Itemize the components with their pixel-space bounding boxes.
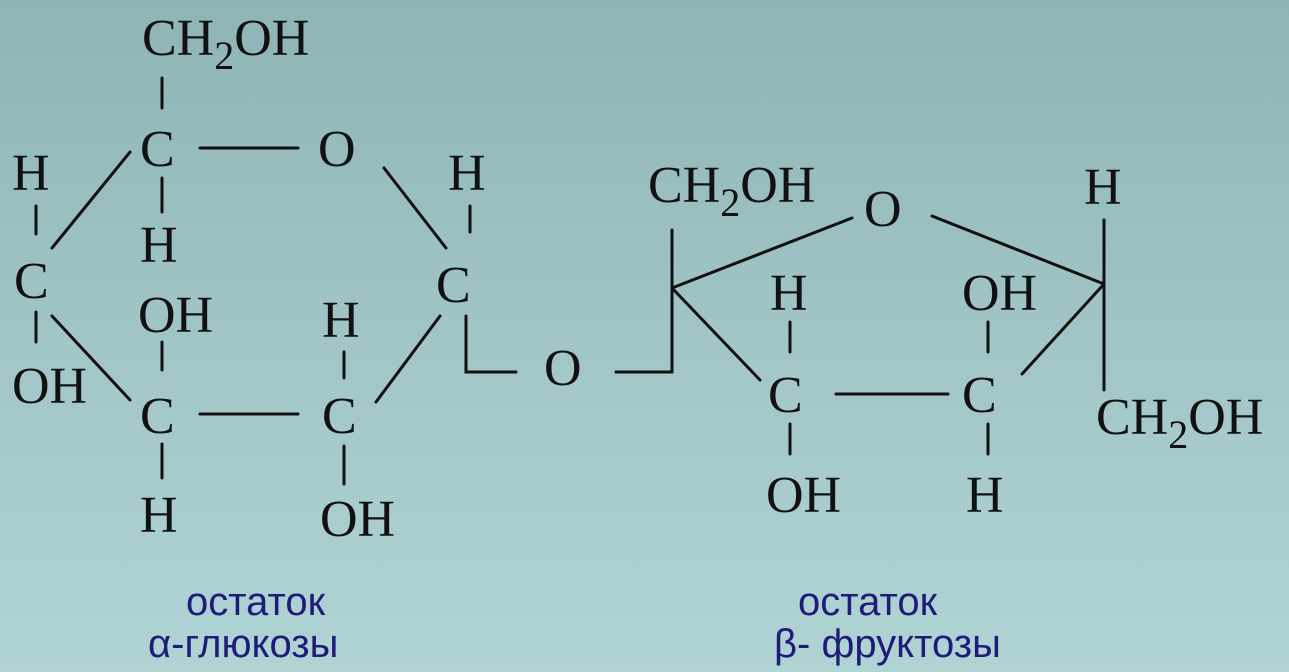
glucose-c4-h: H (12, 145, 50, 202)
glucose-c5-h: H (140, 217, 178, 274)
fructose-ch2oh-right: CH2OH (1096, 389, 1263, 457)
fructose-caption-line2: β- фруктозы (774, 622, 1001, 666)
glucose-caption-line2: α-глюкозы (148, 622, 339, 666)
fructose-c3: C (768, 367, 803, 424)
glucose-c2: C (322, 388, 357, 445)
bond (670, 286, 762, 382)
glycosidic-oxygen: O (544, 340, 582, 397)
glucose-c3-h: H (140, 487, 178, 544)
fructose-c3-h: H (770, 265, 808, 322)
bond (382, 166, 448, 250)
fructose-c4-h: H (966, 467, 1004, 524)
glucose-c1: C (436, 257, 471, 314)
glucose-c5: C (140, 121, 175, 178)
glucose-ch2oh-top: CH2OH (142, 10, 309, 78)
glucose-c2-oh: OH (320, 491, 395, 548)
glucose-c3-oh: OH (138, 287, 213, 344)
glycosidic-bond: O (464, 286, 674, 397)
glucose-c4: C (14, 253, 49, 310)
glucose-c2-h: H (322, 292, 360, 349)
bond (614, 286, 674, 374)
fructose-ring: CH2OH O H C OH OH C H H CH2OH (648, 157, 1263, 524)
bond (1020, 282, 1106, 376)
bond (930, 214, 1106, 286)
fructose-caption-line1: остаток (798, 580, 938, 624)
fructose-c4-oh: OH (962, 265, 1037, 322)
glucose-ring-oxygen: O (318, 121, 356, 178)
fructose-c5-h: H (1084, 159, 1122, 216)
fructose-ring-oxygen: O (864, 181, 902, 238)
glucose-ring: CH2OH C O H H C OH OH C H H C OH H C (12, 10, 486, 548)
fructose-c3-oh: OH (766, 467, 841, 524)
fructose-c4: C (962, 367, 997, 424)
bond (374, 314, 442, 404)
bond (464, 314, 518, 374)
bond (50, 150, 132, 250)
bond (50, 314, 132, 402)
fructose-ch2oh-left: CH2OH (648, 157, 815, 225)
glucose-c4-oh: OH (12, 358, 87, 415)
glucose-caption-line1: остаток (186, 580, 326, 624)
glucose-c3: C (140, 388, 175, 445)
bond (670, 216, 854, 290)
glucose-c1-h: H (448, 145, 486, 202)
